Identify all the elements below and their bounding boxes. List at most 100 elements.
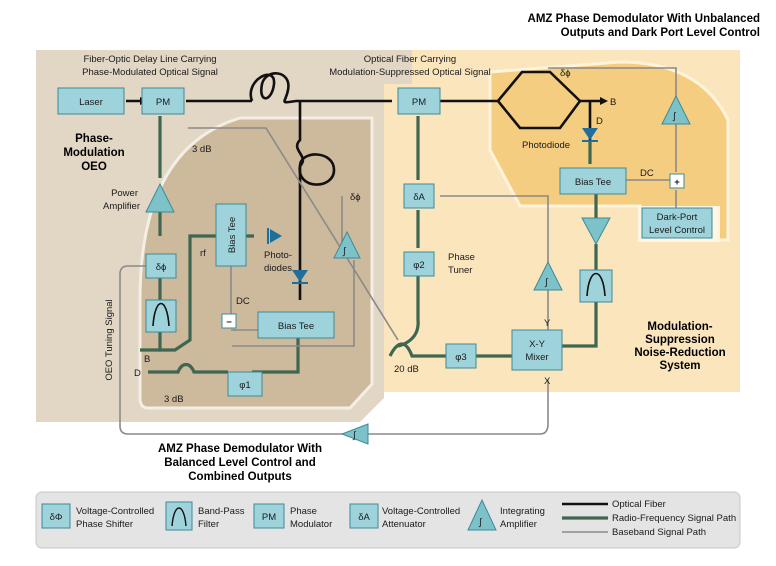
- xy-mixer-label-2: Mixer: [525, 352, 548, 363]
- integrating-amp-top: [661, 94, 691, 125]
- dark-port-block: [641, 207, 713, 239]
- right-title-1: Modulation-: [647, 321, 712, 333]
- phi1-block: [227, 371, 263, 397]
- bottom-title-1: AMZ Phase Demodulator With: [158, 443, 322, 455]
- rf-right-vertical: [562, 190, 598, 348]
- delta-a-label: δA: [413, 192, 425, 203]
- left-title-2: Modulation: [63, 147, 124, 159]
- phase-tuner-1: Phase: [448, 252, 475, 263]
- db20: 20 dB: [394, 364, 419, 375]
- bb-oeo-tuning: [119, 265, 549, 435]
- legend-amp-sym: ∫: [478, 517, 483, 528]
- right-title-2: Suppression: [645, 334, 715, 346]
- xy-mixer-block: [511, 329, 563, 371]
- dc-right: DC: [640, 168, 654, 179]
- d-right: D: [596, 116, 603, 127]
- left-title-1: Phase-: [75, 133, 113, 145]
- legend-dphi-text-1: Voltage-Controlled: [76, 506, 154, 517]
- amp-bottom-sym: ∫: [352, 430, 357, 441]
- photodiode-right: [582, 128, 598, 140]
- db3-bottom: 3 dB: [164, 394, 184, 405]
- delta-phi-top: δϕ: [560, 68, 571, 79]
- fiber-delay-2: Phase-Modulated Optical Signal: [82, 67, 218, 78]
- fiber-carry-1: Optical Fiber Carrying: [364, 54, 456, 65]
- x-label: X: [544, 376, 551, 387]
- plus-label: +: [674, 177, 680, 188]
- bias-tee-left: [215, 203, 247, 267]
- photodiode-mid: [292, 270, 308, 282]
- minus-block: [221, 313, 237, 329]
- bpf-left-icon: [152, 302, 170, 327]
- legend-da-text-2: Attenuator: [382, 519, 426, 530]
- legend-bpf-icon: [171, 507, 187, 527]
- legend-bb-text: Baseband Signal Path: [612, 527, 706, 538]
- amp-right-sym: ∫: [544, 277, 549, 288]
- laser-block: [57, 87, 125, 115]
- dc-left: DC: [236, 296, 250, 307]
- phi2-label: φ2: [413, 260, 424, 271]
- right-title-4: System: [660, 360, 701, 372]
- legend-amp-icon: [467, 498, 497, 531]
- bb-delta-a: [440, 195, 549, 330]
- plus-block: [669, 173, 685, 189]
- legend-dphi-text-2: Phase Shifter: [76, 519, 133, 530]
- fiber-loop-left: [249, 72, 297, 104]
- minus-label: −: [226, 317, 232, 328]
- y-label: Y: [544, 318, 551, 329]
- phi3-label: φ3: [455, 352, 466, 363]
- optical-to-amz-right: [438, 70, 600, 103]
- photodiode-right-label: Photodiode: [522, 140, 570, 151]
- amp-top-sym: ∫: [672, 111, 677, 122]
- bias-tee-right-label: Bias Tee: [575, 177, 611, 188]
- rf-oeo-loop: [158, 116, 254, 352]
- d-left: D: [134, 368, 141, 379]
- rf-right-mixer: [388, 342, 512, 358]
- phi3-block: [445, 343, 477, 369]
- legend-bpf-text-2: Filter: [198, 519, 219, 530]
- power-amp-2: Amplifier: [103, 201, 140, 212]
- db3-top: 3 dB: [192, 144, 212, 155]
- delta-phi-label: δϕ: [156, 262, 167, 273]
- phase-tuner-2: Tuner: [448, 265, 472, 276]
- phi1-label: φ1: [239, 380, 250, 391]
- photodiodes-2: diodes: [264, 263, 292, 274]
- bb-3db-cross: [188, 127, 399, 341]
- bias-tee-mid: [257, 311, 335, 339]
- delta-a-block: [403, 183, 435, 209]
- power-amplifier: [145, 182, 175, 213]
- b-left: B: [144, 354, 150, 365]
- bias-tee-left-label: Bias Tee: [227, 217, 238, 253]
- bottom-title-3: Combined Outputs: [188, 471, 292, 483]
- laser-label: Laser: [79, 97, 103, 108]
- legend-pm-sym: PM: [262, 512, 276, 523]
- legend-da-box: [349, 503, 379, 529]
- integrating-amp-right: [533, 260, 563, 291]
- legend-rf-text: Radio-Frequency Signal Path: [612, 513, 736, 524]
- amp-right-down: [581, 217, 611, 246]
- legend-optical-text: Optical Fiber: [612, 499, 666, 510]
- arrow-b-out: [600, 97, 608, 105]
- left-title-3: OEO: [81, 161, 107, 173]
- legend-box: [35, 491, 741, 549]
- amp-mid-sym: ∫: [342, 246, 347, 257]
- fiber-delay-1: Fiber-Optic Delay Line Carrying: [83, 54, 216, 65]
- pm1-label: PM: [156, 97, 170, 108]
- legend-amp-text-1: Integrating: [500, 506, 545, 517]
- bpf-right-icon: [586, 272, 606, 297]
- bpf-right: [579, 269, 613, 303]
- rf-label: rf: [200, 248, 206, 259]
- phi2-block: [403, 251, 435, 277]
- fiber-carry-2: Modulation-Suppressed Optical Signal: [329, 67, 491, 78]
- optical-inner-cross: [298, 153, 336, 186]
- xy-mixer-label-1: X-Y: [529, 339, 546, 350]
- legend-dphi-box: [41, 503, 71, 529]
- bottom-title-2: Balanced Level Control and: [164, 457, 315, 469]
- legend-bpf-box: [165, 501, 193, 531]
- bpf-left: [145, 299, 177, 333]
- integrating-amp-bottom: [340, 423, 369, 445]
- delta-phi-block: [145, 253, 177, 279]
- legend-amp-text-2: Amplifier: [500, 519, 537, 530]
- integrating-amp-mid: [333, 230, 361, 259]
- top-right-title-2: Outputs and Dark Port Level Control: [561, 27, 760, 39]
